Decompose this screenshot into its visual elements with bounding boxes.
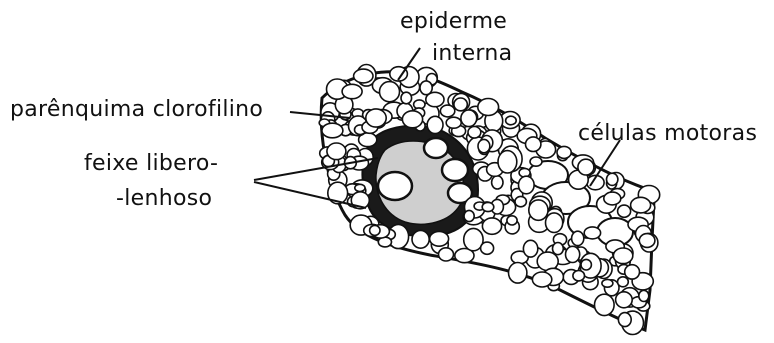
cell [581, 259, 591, 270]
cell [639, 290, 649, 301]
cell [506, 116, 517, 125]
cell [625, 265, 640, 279]
cell [354, 69, 373, 83]
cell [454, 98, 467, 111]
cell [478, 139, 490, 152]
cell [616, 292, 633, 308]
cell [530, 157, 542, 166]
cell [584, 227, 600, 239]
cell [607, 173, 618, 185]
cell [618, 313, 631, 327]
cell [481, 242, 494, 254]
cell [370, 225, 380, 235]
cell [430, 231, 449, 246]
label-celulas: células motoras [578, 121, 757, 147]
cell [578, 159, 594, 175]
cell [618, 277, 629, 287]
cell [439, 248, 454, 261]
cell [618, 205, 631, 217]
cell [482, 218, 501, 234]
cell [509, 263, 527, 284]
cell [402, 111, 422, 128]
cell [322, 123, 343, 138]
cell [492, 176, 503, 189]
cell [546, 213, 563, 233]
cell [566, 246, 580, 262]
cell [380, 82, 400, 102]
cell [440, 105, 454, 117]
cell [327, 143, 346, 160]
cell [507, 216, 517, 225]
cell [519, 176, 535, 194]
cell [631, 197, 651, 213]
cell [498, 151, 517, 173]
cell [482, 202, 494, 211]
cell [573, 271, 585, 281]
cell [602, 279, 613, 287]
cell [572, 231, 584, 245]
label-epiderme-line1: epiderme [400, 9, 507, 35]
cell [639, 234, 655, 248]
label-parenquima: parênquima clorofilino [10, 97, 263, 123]
cell [446, 117, 461, 128]
cell [420, 81, 432, 95]
cell [532, 272, 551, 287]
cell [355, 184, 365, 191]
cell [604, 192, 621, 205]
cell [366, 109, 386, 127]
cell [515, 196, 526, 206]
cell [468, 127, 481, 139]
cell [523, 240, 537, 257]
cell [478, 99, 499, 116]
cell [595, 294, 615, 315]
label-feixe-line2: -lenhoso [116, 186, 212, 212]
cell [464, 210, 474, 221]
cell [427, 116, 443, 133]
cell [557, 146, 571, 158]
cell [529, 200, 548, 220]
cell [412, 230, 429, 248]
cell [401, 92, 412, 104]
label-epiderme-line2: interna [432, 41, 512, 67]
label-feixe-line1: feixe libero- [84, 151, 218, 177]
cell [342, 84, 362, 98]
cell [553, 243, 564, 255]
cell [526, 137, 541, 152]
cell [461, 110, 477, 127]
cell [613, 248, 632, 264]
